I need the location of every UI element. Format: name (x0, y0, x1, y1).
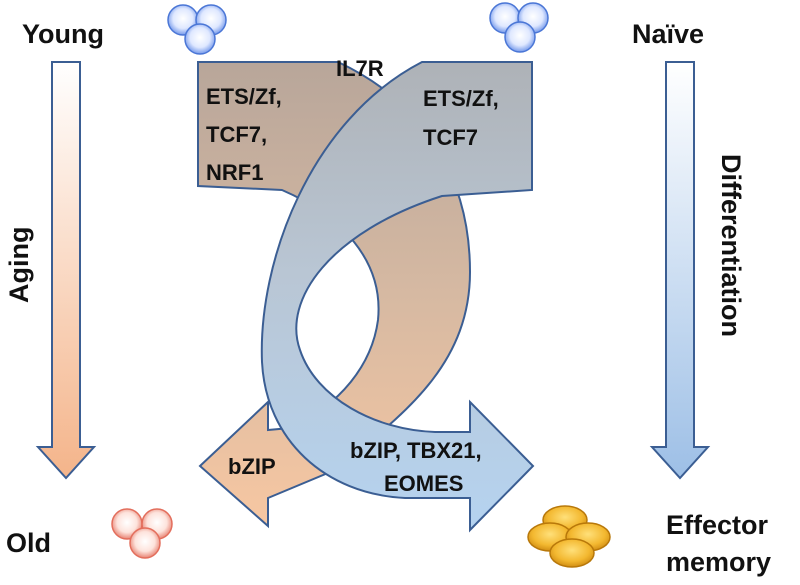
label-aging: Aging (4, 227, 34, 303)
left-ribbon-line-1: ETS/Zf, (206, 84, 282, 109)
effector-memory-cells-cluster (527, 505, 611, 568)
label-differentiation: Differentiation (716, 154, 746, 337)
right-ribbon-bottom-line-1: bZIP, TBX21, (350, 438, 482, 463)
old-cells-cluster (111, 508, 173, 559)
left-ribbon-bottom-label: bZIP (228, 454, 276, 479)
label-old: Old (6, 528, 51, 558)
label-memory: memory (666, 547, 771, 577)
right-ribbon (260, 61, 535, 533)
label-effector: Effector (666, 510, 769, 540)
aging-arrow (35, 61, 97, 480)
right-ribbon-bottom-line-2: EOMES (384, 471, 463, 496)
left-ribbon-line-2: TCF7, (206, 122, 267, 147)
young-cells-cluster (167, 4, 227, 55)
right-ribbon-line-2: TCF7 (423, 125, 478, 150)
differentiation-arrow (649, 61, 711, 480)
naive-cells-cluster (489, 2, 549, 53)
left-ribbon-line-3: NRF1 (206, 160, 263, 185)
right-ribbon-line-1: ETS/Zf, (423, 86, 499, 111)
label-young: Young (22, 19, 104, 49)
label-naive: Naïve (632, 19, 704, 49)
label-il7r: IL7R (336, 56, 384, 81)
